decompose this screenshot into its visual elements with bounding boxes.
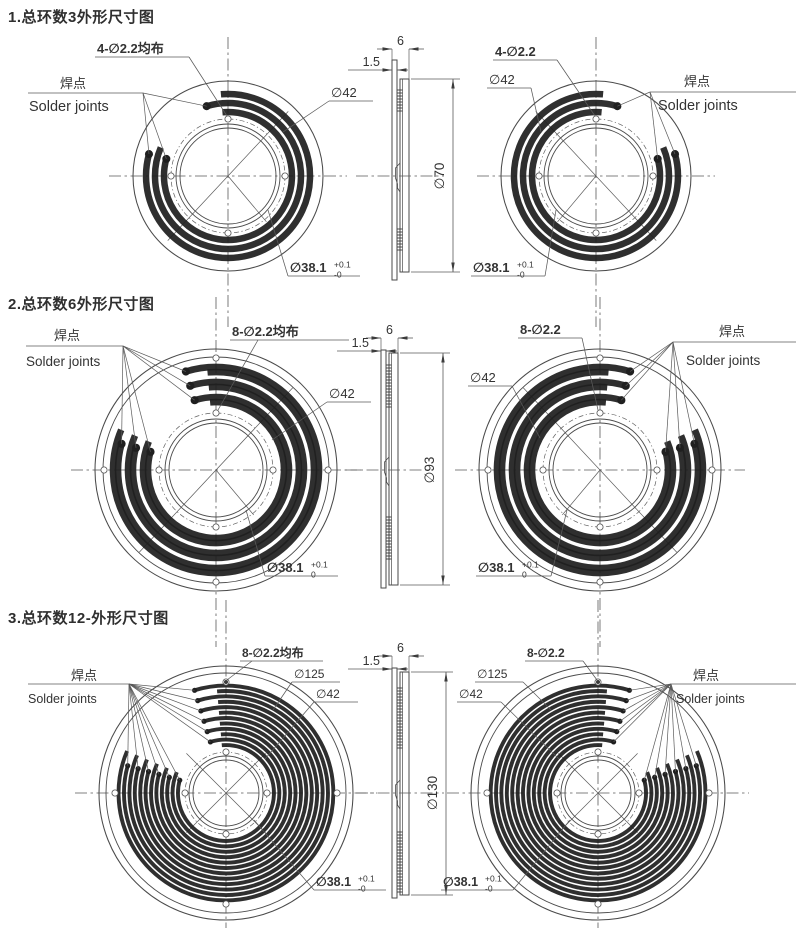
label-bore-label: ∅38.1 <box>316 875 351 889</box>
label-bore-tol-lower: 0 <box>311 570 316 580</box>
label-solder-label-cn: 焊点 <box>54 328 80 343</box>
label-bore-label: ∅38.1 <box>290 260 326 275</box>
label-bore-label: ∅38.1 <box>443 875 478 889</box>
label-solder-label-cn: 焊点 <box>684 74 710 89</box>
label-ring-dia-label: ∅42 <box>489 72 515 87</box>
section-1-side-view: 6 1.5 ∅70 <box>348 34 460 281</box>
label-solder-label-cn: 焊点 <box>693 668 719 683</box>
label-holes-label: 8-∅2.2均布 <box>242 645 304 660</box>
label-side-width: 6 <box>397 34 404 48</box>
label-holes-label: 4-∅2.2 <box>495 44 536 59</box>
label-bore-tol-lower: -0 <box>358 884 366 894</box>
label-bore-label: ∅38.1 <box>473 260 509 275</box>
label-holes-label: 8-∅2.2 <box>520 322 561 337</box>
label-holes-label: 8-∅2.2 <box>527 646 565 660</box>
label-outer-ring-dia-label: ∅125 <box>294 667 325 681</box>
label-side-thickness: 1.5 <box>363 654 380 668</box>
section-3-side-view: 6 1.5 ∅130 <box>348 641 453 899</box>
label-bore-tol-lower: -0 <box>485 884 493 894</box>
label-solder-label-cn: 焊点 <box>60 76 86 91</box>
section-1-right-view: 4-∅2.2 ∅42 焊点 Solder joints ∅38.1 +0.1-0 <box>471 37 796 327</box>
label-bore-tol-upper: +0.1 <box>522 560 539 570</box>
label-solder-label-en: Solder joints <box>686 353 761 368</box>
label-bore-tol-upper: +0.1 <box>485 874 502 884</box>
label-side-thickness: 1.5 <box>352 336 369 350</box>
label-side-outer-dia: ∅70 <box>432 163 447 190</box>
label-solder-label-en: Solder joints <box>28 692 97 706</box>
label-solder-label-cn: 焊点 <box>71 668 97 683</box>
section-2-left-view: 8-∅2.2均布 焊点 Solder joints ∅42 ∅38.1 +0.10 <box>26 297 371 647</box>
label-bore-label: ∅38.1 <box>478 560 514 575</box>
label-side-width: 6 <box>386 323 393 337</box>
label-outer-ring-dia-label: ∅125 <box>477 667 508 681</box>
label-solder-label-en: Solder joints <box>29 99 109 115</box>
label-ring-dia-label: ∅42 <box>331 85 357 100</box>
label-side-thickness: 1.5 <box>363 55 380 69</box>
label-side-outer-dia: ∅130 <box>425 776 440 810</box>
label-ring-dia-label: ∅42 <box>470 370 496 385</box>
label-solder-label-cn: 焊点 <box>719 324 745 339</box>
section-2-right-view: 8-∅2.2 ∅42 焊点 Solder joints ∅38.1 +0.10 <box>455 297 796 647</box>
label-bore-label: ∅38.1 <box>267 560 303 575</box>
label-holes-label: 4-∅2.2均布 <box>97 41 164 56</box>
label-side-width: 6 <box>397 641 404 655</box>
label-holes-label: 8-∅2.2均布 <box>232 324 299 339</box>
label-ring-dia-label: ∅42 <box>329 386 355 401</box>
label-bore-tol-lower: -0 <box>334 270 342 280</box>
label-solder-label-en: Solder joints <box>658 98 738 114</box>
label-bore-tol-upper: +0.1 <box>358 874 375 884</box>
label-side-outer-dia: ∅93 <box>422 457 437 484</box>
label-bore-tol-upper: +0.1 <box>311 560 328 570</box>
label-bore-tol-upper: +0.1 <box>517 260 534 270</box>
label-solder-label-en: Solder joints <box>676 692 745 706</box>
label-ring-dia-label: ∅42 <box>316 687 340 701</box>
section-2-side-view: 6 1.5 ∅93 <box>337 323 450 589</box>
label-bore-tol-upper: +0.1 <box>334 260 351 270</box>
section-3-right-view: 8-∅2.2 ∅125 ∅42 焊点 Solder joints ∅38.1 +0.1-0 <box>441 600 796 928</box>
section-1-title: 1.总环数3外形尺寸图 <box>8 9 155 26</box>
section-2-title: 2.总环数6外形尺寸图 <box>8 296 155 313</box>
section-3-title: 3.总环数12-外形尺寸图 <box>8 610 169 627</box>
label-solder-label-en: Solder joints <box>26 354 101 369</box>
label-ring-dia-label: ∅42 <box>459 687 483 701</box>
label-bore-tol-lower: -0 <box>517 270 525 280</box>
label-bore-tol-lower: 0 <box>522 570 527 580</box>
